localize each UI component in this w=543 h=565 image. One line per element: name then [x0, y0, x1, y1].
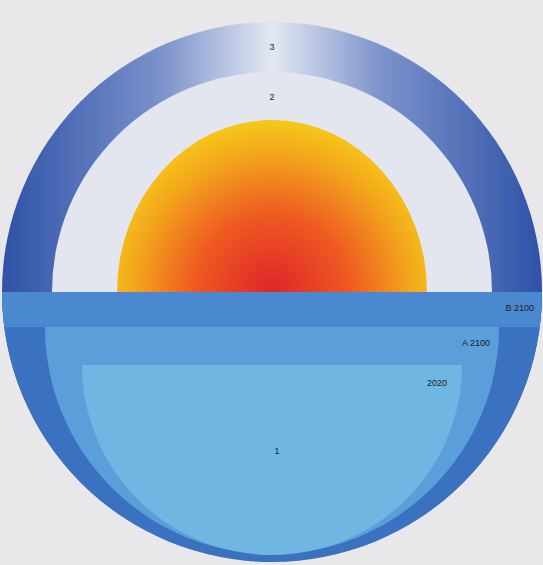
zone-number: 1	[274, 446, 279, 457]
water-level-label: A 2100	[462, 338, 490, 349]
water-body-shape	[2, 292, 542, 562]
zone-number: 2	[269, 92, 274, 103]
outer-ring-shape	[2, 22, 542, 562]
water-level-label: 2020	[427, 378, 447, 389]
zone-number: 3	[269, 42, 274, 53]
water-level-band: 2020	[82, 365, 462, 555]
water-level-shape	[82, 365, 462, 555]
sun-half-disk	[117, 120, 427, 292]
water-level-label: B 2100	[505, 303, 534, 314]
sea-level-band	[2, 292, 542, 327]
water-level-band-outline	[82, 365, 462, 555]
water-level-band: A 2100 2020	[45, 327, 499, 554]
water-level-band: B 2100 A 2100 2020	[2, 292, 542, 562]
outer-ring: 3 2 B 2100 A 2100 2020	[2, 22, 542, 562]
